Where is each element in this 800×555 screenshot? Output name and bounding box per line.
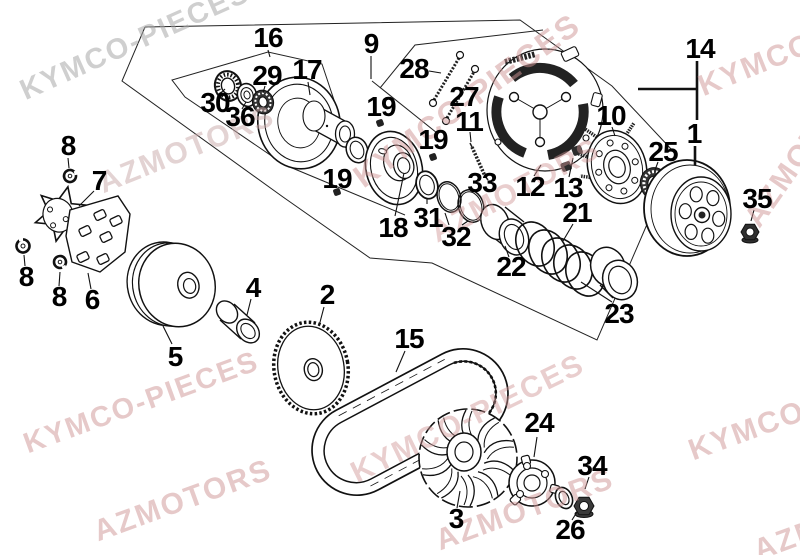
washer-drawing — [554, 486, 574, 510]
spring-collar-drawing — [480, 203, 530, 256]
o-rings-drawing — [436, 181, 485, 223]
fan-wheel-drawing — [418, 408, 518, 508]
bell-nut-drawing — [740, 223, 760, 244]
leader-lines — [23, 49, 755, 521]
drive-plate-drawing — [560, 122, 648, 205]
spacer-bushing-drawing — [215, 300, 261, 344]
spring-seat-drawing — [589, 246, 639, 301]
starter-clutch-drawing — [508, 454, 561, 507]
seal-31-drawing — [415, 170, 439, 200]
ball-bearing-drawing — [251, 89, 275, 115]
clutch-spring-drawing — [514, 221, 606, 297]
ramp-plate-drawing — [65, 195, 131, 273]
clutch-bell-drawing — [643, 159, 732, 257]
nut-drawing — [573, 496, 595, 518]
starter-gear-drawing — [271, 320, 351, 416]
clutch-springs-drawing — [428, 50, 537, 181]
e-clip-drawing — [15, 168, 81, 272]
screw-19-drawing — [333, 119, 437, 196]
driven-pulley-half-drawing — [364, 130, 424, 206]
variator-rear-half-drawing — [256, 76, 369, 170]
clutch-shoe-assembly-drawing — [486, 46, 604, 172]
drive-face-drawing — [126, 241, 216, 328]
